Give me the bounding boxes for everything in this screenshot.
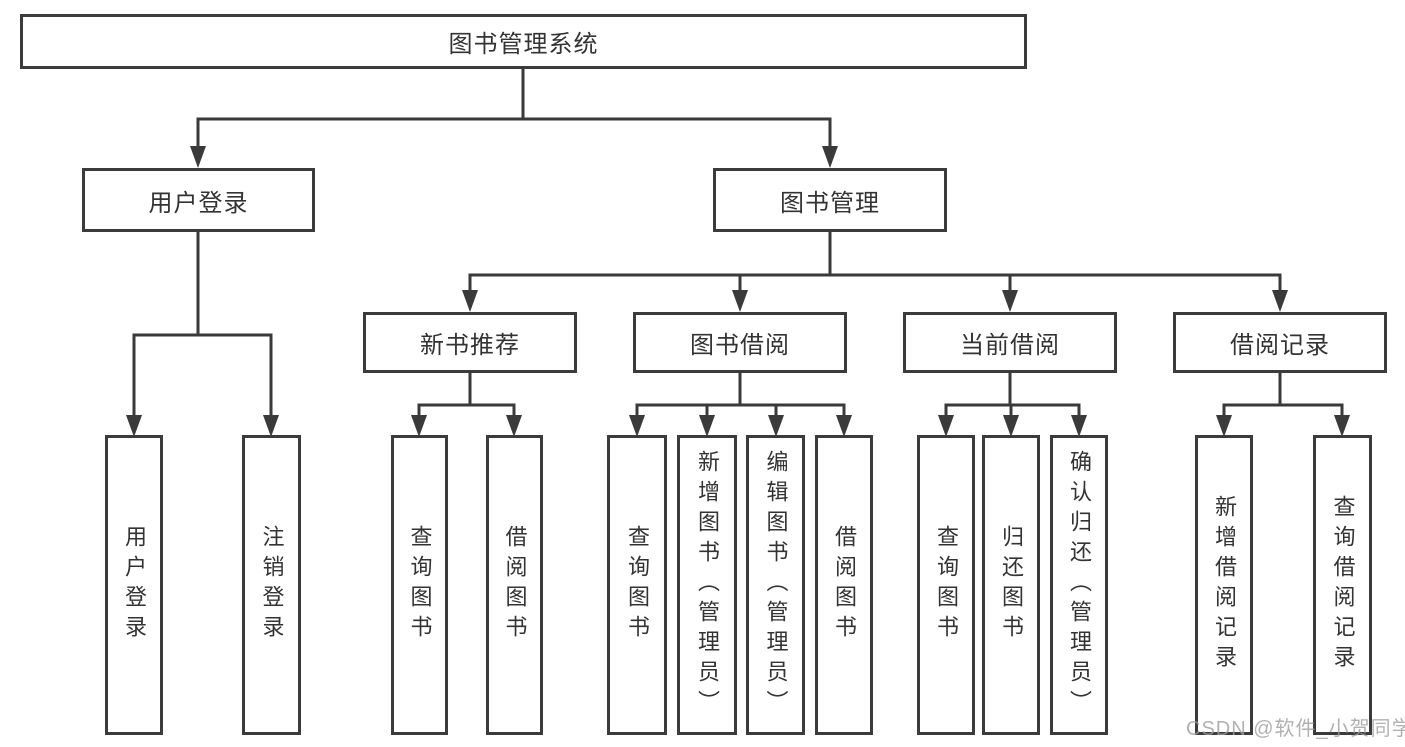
leaf-borrow-query-books: 查询图书: [607, 435, 667, 735]
arrowhead: [732, 290, 748, 312]
node-label: 图书借阅: [690, 332, 790, 359]
node-new-book-recommend: 新书推荐: [363, 312, 577, 373]
leaf-recommend-query-books: 查询图书: [391, 435, 448, 735]
node-user-login: 用户登录: [82, 168, 315, 232]
leaf-logout: 注销登录: [242, 435, 301, 735]
arrowhead: [190, 146, 206, 168]
leaf-current-return-books: 归还图书: [982, 435, 1040, 735]
leaf-user-login: 用户登录: [105, 435, 163, 735]
arrowhead: [836, 415, 852, 437]
node-current-borrow: 当前借阅: [903, 312, 1117, 373]
leaf-label: 新增图书（管理员）: [695, 450, 720, 720]
connector-recommend-subtree: [417, 373, 516, 419]
leaf-label: 借阅图书: [832, 525, 857, 645]
leaf-records-query-record: 查询借阅记录: [1313, 435, 1372, 735]
connector-borrow-subtree: [635, 373, 846, 419]
arrowhead: [629, 415, 645, 437]
leaf-current-query-books: 查询图书: [917, 435, 975, 735]
node-label: 用户登录: [148, 189, 249, 217]
arrowhead: [938, 415, 954, 437]
arrowhead: [126, 415, 142, 437]
arrowhead: [1216, 415, 1232, 437]
node-label: 图书管理: [780, 189, 880, 217]
leaf-borrow-edit-books-admin: 编辑图书（管理员）: [746, 435, 805, 735]
leaf-recommend-borrow-books: 借阅图书: [486, 435, 543, 735]
connector-current-subtree: [944, 373, 1081, 419]
arrowhead: [822, 146, 838, 168]
node-label: 图书管理系统: [448, 31, 599, 58]
arrowhead: [1003, 415, 1019, 437]
arrowhead: [1002, 290, 1018, 312]
leaf-label: 查询图书: [625, 525, 650, 645]
leaf-label: 注销登录: [259, 525, 285, 645]
arrowhead: [699, 415, 715, 437]
leaf-label: 确认归还（管理员）: [1067, 450, 1092, 720]
leaf-label: 查询图书: [407, 525, 433, 645]
arrowhead: [1071, 415, 1087, 437]
connector-root-to-level2: [196, 69, 832, 150]
node-label: 新书推荐: [420, 332, 520, 359]
arrowhead: [768, 415, 784, 437]
connector-records-subtree: [1222, 373, 1344, 419]
arrowhead: [1334, 415, 1350, 437]
leaf-label: 归还图书: [999, 525, 1024, 645]
arrowhead: [506, 415, 522, 437]
csdn-watermark: CSDN @软件_小贺同学: [1186, 718, 1405, 740]
leaf-label: 新增借阅记录: [1212, 495, 1237, 675]
node-root-system: 图书管理系统: [20, 14, 1027, 69]
leaf-borrow-borrow-books: 借阅图书: [815, 435, 873, 735]
leaf-current-confirm-return-admin: 确认归还（管理员）: [1050, 435, 1108, 735]
node-book-management: 图书管理: [713, 168, 947, 232]
arrowhead: [462, 290, 478, 312]
connector-user-login-subtree: [132, 232, 273, 419]
connector-book-management-subtree: [468, 232, 1282, 294]
leaf-label: 用户登录: [122, 525, 147, 645]
node-book-borrow: 图书借阅: [633, 312, 847, 373]
arrowhead: [411, 415, 427, 437]
node-borrow-records: 借阅记录: [1173, 312, 1387, 373]
node-label: 当前借阅: [960, 332, 1060, 359]
leaf-records-add-record: 新增借阅记录: [1195, 435, 1253, 735]
leaf-label: 借阅图书: [502, 525, 528, 645]
leaf-label: 编辑图书（管理员）: [763, 450, 789, 720]
leaf-label: 查询借阅记录: [1330, 495, 1356, 675]
arrowhead: [263, 415, 279, 437]
node-label: 借阅记录: [1230, 332, 1330, 359]
leaf-borrow-add-books-admin: 新增图书（管理员）: [677, 435, 737, 735]
arrowheads: [126, 146, 1350, 437]
leaf-label: 查询图书: [934, 525, 959, 645]
arrowhead: [1272, 290, 1288, 312]
